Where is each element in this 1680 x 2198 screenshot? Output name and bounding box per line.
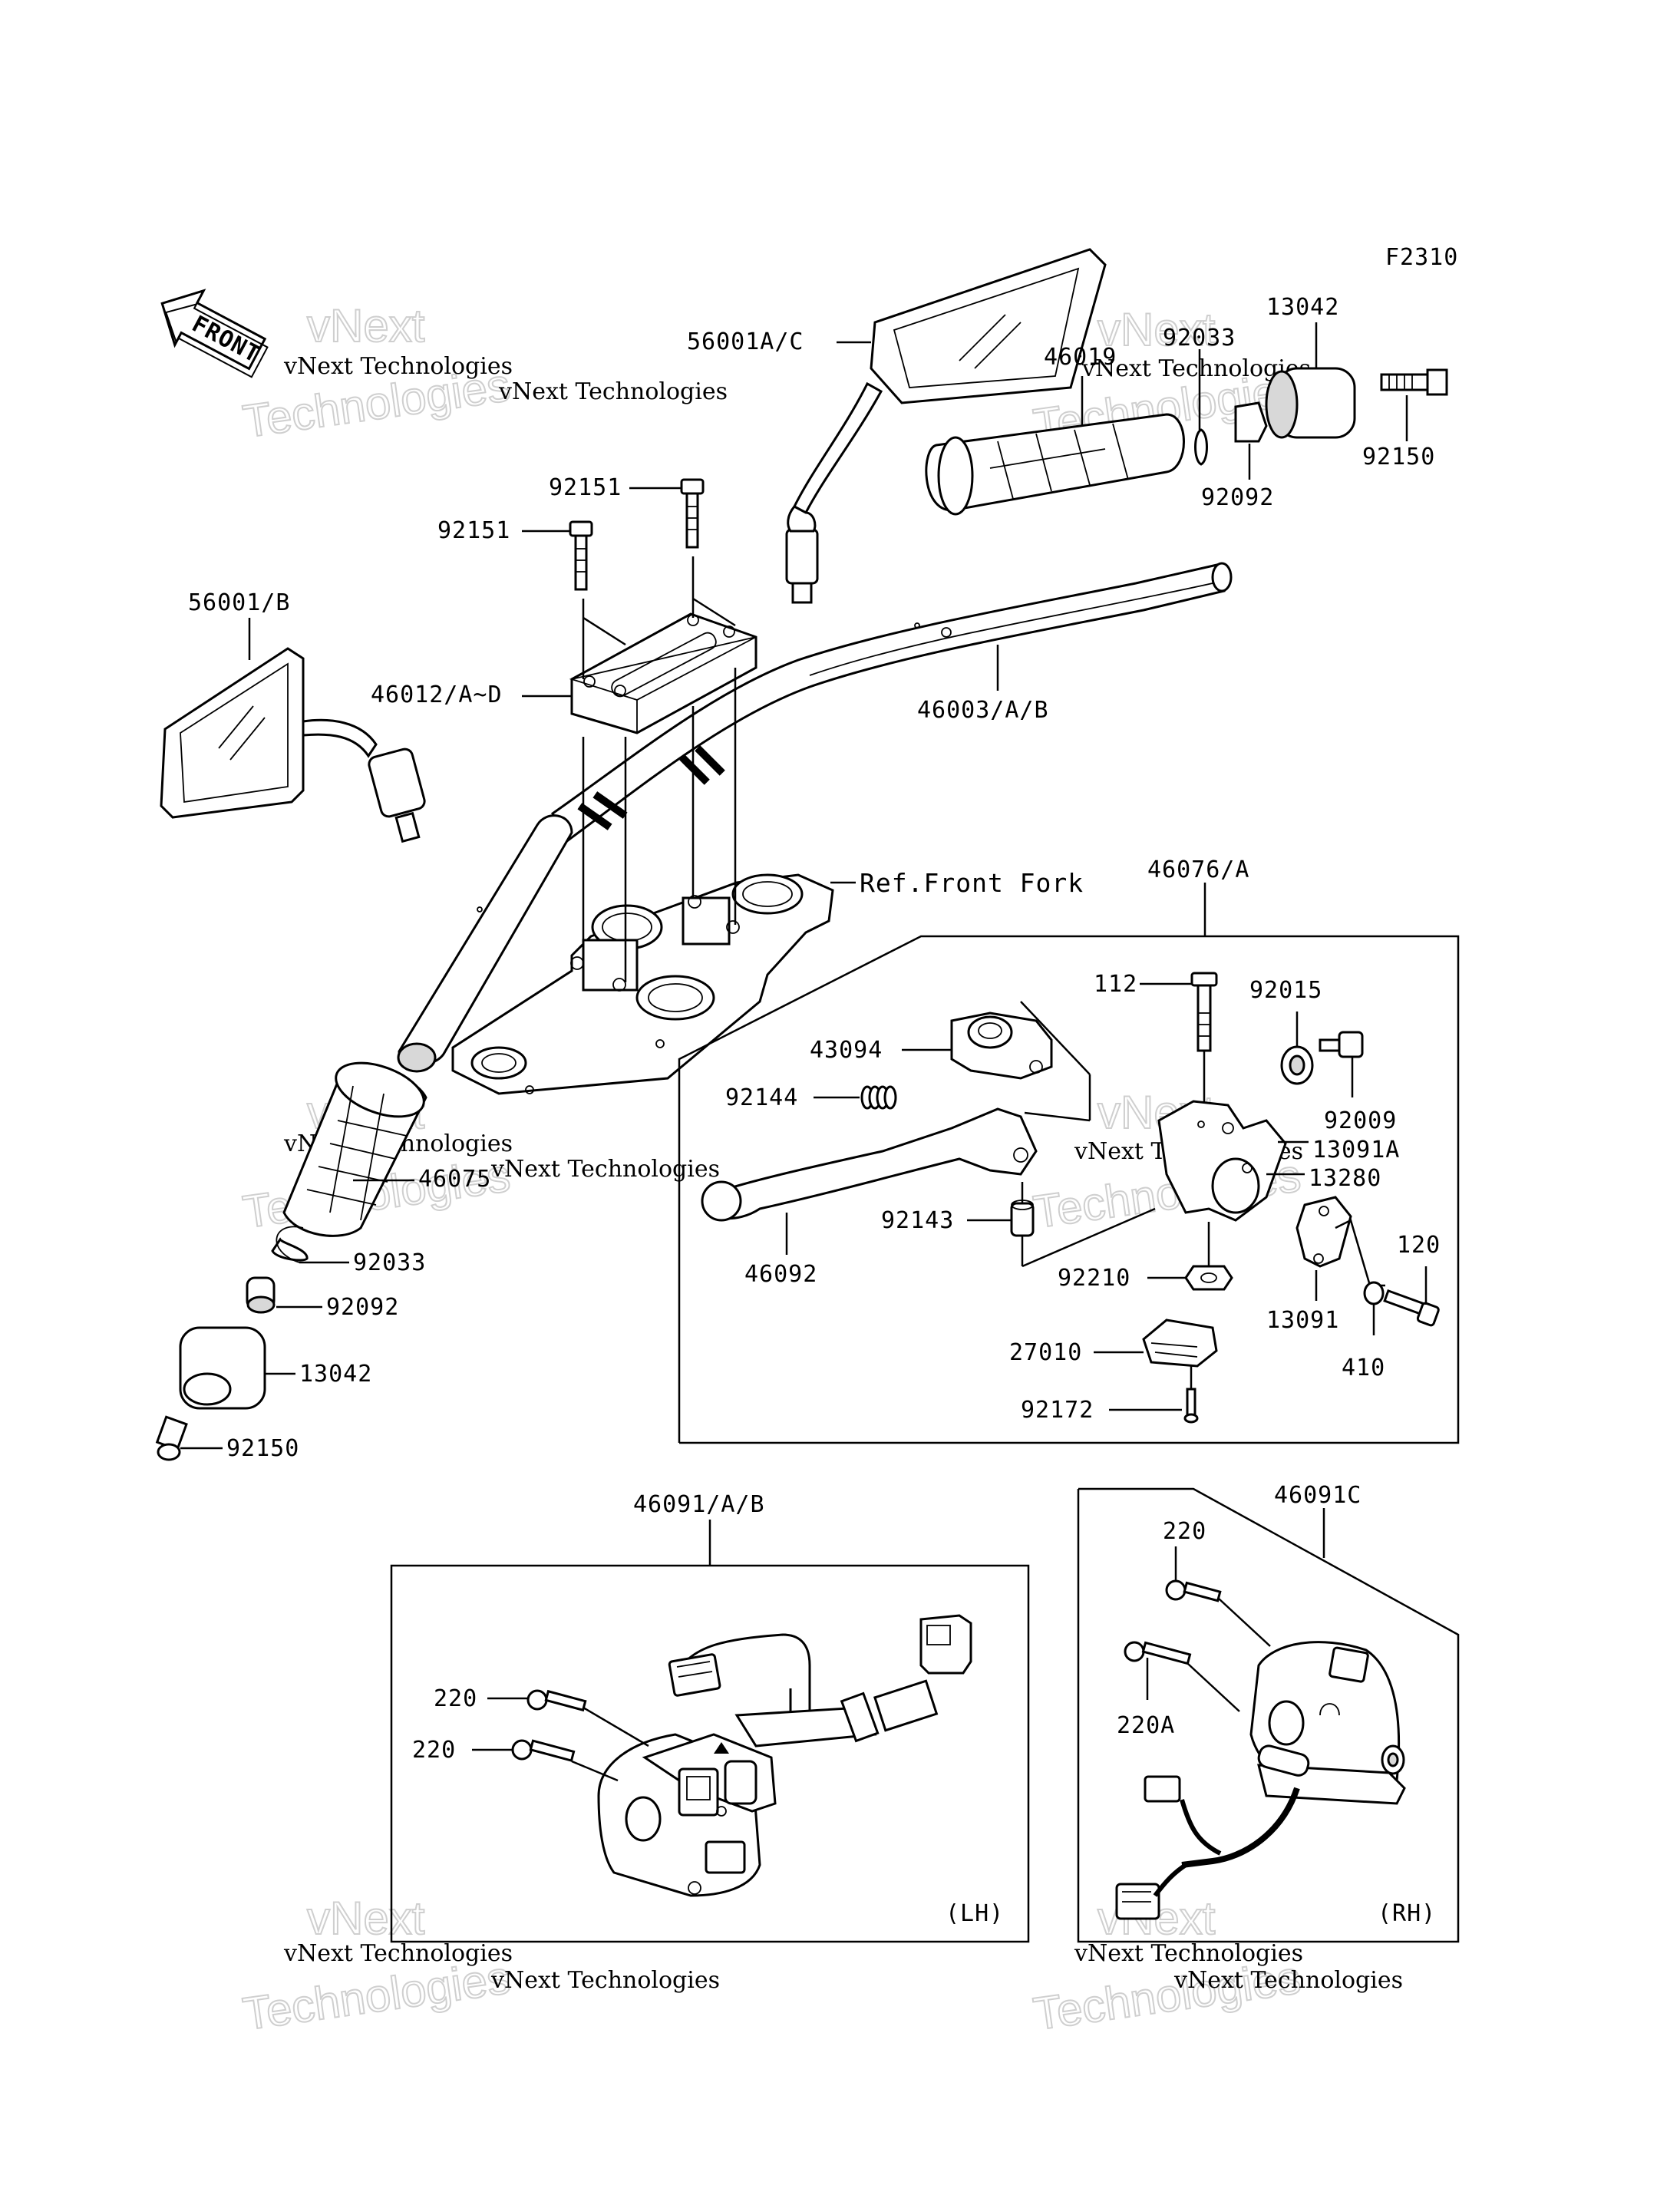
handlebar xyxy=(397,562,1233,1073)
callout-92151-lower: 92151 xyxy=(437,517,510,544)
callout-92143: 92143 xyxy=(881,1207,954,1234)
callout-13091a: 13091A xyxy=(1312,1137,1400,1163)
callout-13042-left: 13042 xyxy=(299,1361,372,1388)
top-triple-clamp xyxy=(451,668,834,1095)
watermark-text: vNext Technologies xyxy=(490,1156,720,1183)
callout-46075: 46075 xyxy=(418,1166,491,1193)
bolt-92151 xyxy=(569,478,705,591)
clamp-13091 xyxy=(1295,1196,1385,1301)
nut-92210 xyxy=(1184,1265,1233,1291)
callout-46003: 46003/A/B xyxy=(917,697,1049,724)
screw-120 xyxy=(1383,1266,1440,1327)
watermark-logo-top: vNext xyxy=(307,300,425,351)
mirror-left xyxy=(160,647,426,843)
watermark-logo-top: vNext xyxy=(1097,304,1216,355)
watermark-text: vNext Technologies xyxy=(498,378,728,405)
callout-92151-upper: 92151 xyxy=(549,474,622,501)
callout-220-lh-lower: 220 xyxy=(412,1737,456,1764)
spring-92144 xyxy=(860,1085,897,1110)
handlebar-holder xyxy=(569,556,757,734)
diagram-code: F2310 xyxy=(1385,244,1458,271)
front-arrow-icon: FRONT xyxy=(160,289,269,378)
washer-92015 xyxy=(1280,1012,1314,1085)
side-label-lh: (LH) xyxy=(946,1900,1004,1927)
left-grip xyxy=(155,1061,427,1461)
callout-220-rh: 220 xyxy=(1163,1518,1206,1545)
callout-27010: 27010 xyxy=(1009,1339,1082,1366)
callout-92150-left: 92150 xyxy=(226,1435,299,1462)
callout-410: 410 xyxy=(1342,1355,1385,1381)
screw-92172 xyxy=(1183,1366,1199,1424)
callout-92033-top: 92033 xyxy=(1163,325,1236,351)
callout-92033-left: 92033 xyxy=(353,1249,426,1276)
switch-27010 xyxy=(1142,1318,1218,1368)
screw-220-lower xyxy=(511,1739,619,1782)
callout-13091: 13091 xyxy=(1266,1307,1339,1334)
callout-92144: 92144 xyxy=(725,1084,798,1111)
callout-43094: 43094 xyxy=(810,1037,883,1064)
mirror-right xyxy=(785,248,1107,604)
watermark-text: vNext Technologies xyxy=(283,1940,513,1967)
watermark-text: vNext Technologies xyxy=(283,353,513,380)
rh-switch-group xyxy=(1077,1487,1460,1943)
callout-46012: 46012/A~D xyxy=(371,682,503,708)
callout-112: 112 xyxy=(1094,971,1137,998)
callout-13280: 13280 xyxy=(1309,1165,1381,1192)
screw-220a-rh xyxy=(1124,1641,1240,1712)
watermark-text: vNext Technologies xyxy=(1173,1967,1403,1994)
callout-56001ac: 56001A/C xyxy=(687,328,804,355)
right-grip xyxy=(925,367,1448,516)
callout-220a-rh: 220A xyxy=(1117,1712,1175,1739)
callout-46092: 46092 xyxy=(744,1261,817,1288)
callout-46091ab: 46091/A/B xyxy=(633,1491,765,1518)
callout-92015: 92015 xyxy=(1249,977,1322,1004)
callout-92210: 92210 xyxy=(1058,1265,1130,1292)
callout-56001b: 56001/B xyxy=(188,589,290,616)
screw-220-rh xyxy=(1165,1579,1271,1647)
lh-switch-group xyxy=(390,1520,1030,1943)
callout-13042-top: 13042 xyxy=(1266,294,1339,321)
watermark-text: vNext Technologies xyxy=(1074,1940,1303,1967)
adjuster-43094 xyxy=(950,1001,1091,1120)
clutch-lever-group xyxy=(678,883,1460,1444)
callout-120: 120 xyxy=(1397,1232,1441,1259)
watermark-text: vNext Technologies xyxy=(490,1967,720,1994)
clutch-lever xyxy=(701,1107,1091,1222)
callout-46076: 46076/A xyxy=(1147,856,1249,883)
callout-46091c: 46091C xyxy=(1274,1482,1361,1509)
washer-410 xyxy=(1363,1281,1385,1335)
callout-92009: 92009 xyxy=(1324,1107,1397,1134)
ref-front-fork: Ref.Front Fork xyxy=(860,868,1084,898)
bolt-112 xyxy=(1190,972,1218,1105)
screw-220-upper xyxy=(526,1689,649,1748)
callout-92172: 92172 xyxy=(1021,1397,1094,1424)
side-label-rh: (RH) xyxy=(1378,1900,1436,1927)
callout-46019: 46019 xyxy=(1044,344,1117,371)
callout-92092-left: 92092 xyxy=(326,1294,399,1321)
rh-switch-housing xyxy=(1115,1641,1406,1920)
screw-92009 xyxy=(1319,1031,1364,1097)
callout-92092-top: 92092 xyxy=(1201,484,1274,511)
watermark-logo-top: vNext xyxy=(307,1893,425,1944)
callout-92150-top: 92150 xyxy=(1362,444,1435,470)
callout-220-lh-upper: 220 xyxy=(434,1685,477,1712)
lever-holder xyxy=(1157,1100,1287,1266)
lh-switch-housing xyxy=(597,1614,972,1897)
